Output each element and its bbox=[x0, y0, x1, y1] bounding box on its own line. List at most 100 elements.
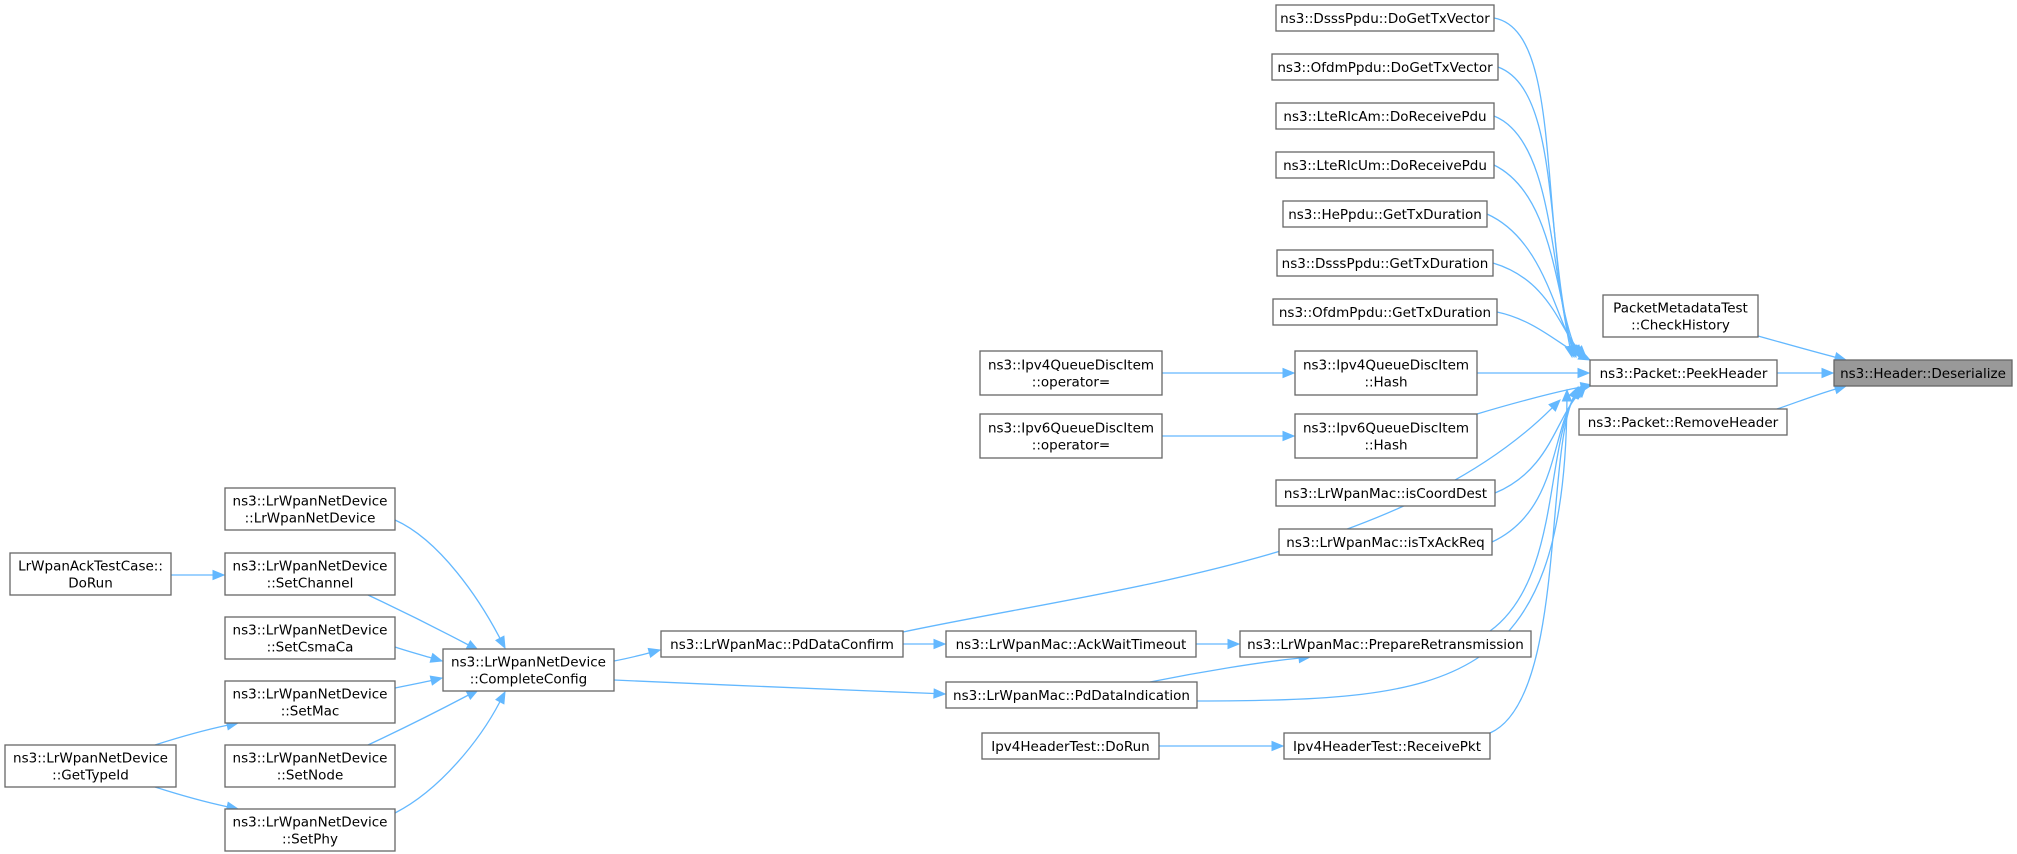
arrowhead bbox=[495, 635, 506, 650]
node-label-line: Ipv4HeaderTest::DoRun bbox=[991, 739, 1150, 755]
node-label-line: ::SetNode bbox=[277, 768, 344, 784]
edge-nd_gettypeid-to-nd_setphy bbox=[154, 786, 240, 812]
node-box bbox=[224, 808, 396, 852]
edge-line bbox=[1493, 164, 1576, 348]
node-box bbox=[1275, 151, 1495, 179]
node-lterlcam_doreceivepdu[interactable]: ns3::LteRlcAm::DoReceivePdu bbox=[1275, 102, 1495, 130]
node-box bbox=[224, 487, 396, 531]
node-nd_setphy[interactable]: ns3::LrWpanNetDevice::SetPhy bbox=[224, 808, 396, 852]
node-label-line: ns3::LrWpanNetDevice bbox=[233, 623, 388, 639]
node-dsss_gettxduration[interactable]: ns3::DsssPpdu::GetTxDuration bbox=[1276, 249, 1494, 277]
edge-ofdm_gettxduration-to-pkt_peekheader bbox=[1496, 311, 1592, 361]
node-label-line: ::operator= bbox=[1032, 375, 1110, 391]
node-label-line: ns3::Ipv6QueueDiscItem bbox=[1303, 421, 1469, 437]
node-label-line: LrWpanAckTestCase:: bbox=[18, 559, 163, 575]
arrowhead bbox=[1282, 367, 1296, 379]
edge-mac_pddataconfirm-to-pkt_peekheader bbox=[902, 399, 1561, 633]
node-nd_completeconfig[interactable]: ns3::LrWpanNetDevice::CompleteConfig bbox=[442, 648, 615, 692]
node-ipv4ht_receivepkt[interactable]: Ipv4HeaderTest::ReceivePkt bbox=[1283, 732, 1491, 760]
node-ipv6qdi_hash[interactable]: ns3::Ipv6QueueDiscItem::Hash bbox=[1294, 413, 1478, 459]
node-nd_ctor[interactable]: ns3::LrWpanNetDevice::LrWpanNetDevice bbox=[224, 487, 396, 531]
node-pkt_peekheader[interactable]: ns3::Packet::PeekHeader bbox=[1589, 359, 1778, 387]
node-pkt_removeheader[interactable]: ns3::Packet::RemoveHeader bbox=[1578, 408, 1788, 436]
node-box bbox=[1294, 413, 1478, 459]
node-box bbox=[981, 732, 1160, 760]
node-ofdm_dogettxvector[interactable]: ns3::OfdmPpdu::DoGetTxVector bbox=[1271, 53, 1499, 81]
edge-ipv4ht_receivepkt-to-pkt_peekheader bbox=[1489, 385, 1579, 734]
edge-line bbox=[1196, 400, 1568, 702]
edge-line bbox=[1496, 311, 1581, 356]
edge-ipv4qdi_hash-to-pkt_peekheader bbox=[1477, 367, 1591, 379]
arrowhead bbox=[429, 675, 444, 686]
edge-line bbox=[1776, 388, 1836, 410]
node-ipv4ht_dorun[interactable]: Ipv4HeaderTest::DoRun bbox=[981, 732, 1160, 760]
node-box bbox=[1589, 359, 1778, 387]
node-ipv4qdi_operator[interactable]: ns3::Ipv4QueueDiscItem::operator= bbox=[979, 350, 1163, 396]
edge-mac_ackwaittimeout-to-mac_prepareretransmission bbox=[1196, 638, 1241, 650]
edge-line bbox=[1476, 386, 1582, 415]
node-label-line: ns3::Header::Deserialize bbox=[1840, 366, 2006, 382]
node-label-line: ns3::LrWpanNetDevice bbox=[233, 751, 388, 767]
edge-line bbox=[1493, 17, 1571, 347]
edge-ipv4ht_dorun-to-ipv4ht_receivepkt bbox=[1159, 740, 1285, 752]
node-box bbox=[1271, 53, 1499, 81]
node-label-line: ns3::LrWpanNetDevice bbox=[451, 655, 606, 671]
node-ipv6qdi_operator[interactable]: ns3::Ipv6QueueDiscItem::operator= bbox=[979, 413, 1163, 459]
node-nd_setchannel[interactable]: ns3::LrWpanNetDevice::SetChannel bbox=[224, 552, 396, 596]
edge-lterlcam_doreceivepdu-to-pkt_peekheader bbox=[1493, 115, 1578, 359]
node-pmt_checkhistory[interactable]: PacketMetadataTest::CheckHistory bbox=[1602, 294, 1759, 338]
arrowhead bbox=[933, 638, 947, 650]
arrowhead bbox=[1227, 638, 1241, 650]
node-label-line: ns3::OfdmPpdu::DoGetTxVector bbox=[1277, 60, 1493, 76]
node-label-line: ns3::LrWpanNetDevice bbox=[233, 687, 388, 703]
edge-nd_gettypeid-to-nd_setmac bbox=[154, 720, 240, 746]
arrowhead bbox=[1282, 430, 1296, 442]
node-acktest_dorun[interactable]: LrWpanAckTestCase::DoRun bbox=[9, 552, 172, 596]
node-label-line: ns3::DsssPpdu::GetTxDuration bbox=[1282, 256, 1489, 272]
node-mac_prepareretransmission[interactable]: ns3::LrWpanMac::PrepareRetransmission bbox=[1239, 630, 1532, 658]
node-ofdm_gettxduration[interactable]: ns3::OfdmPpdu::GetTxDuration bbox=[1272, 298, 1498, 326]
node-box bbox=[979, 413, 1163, 459]
node-box bbox=[1275, 479, 1496, 507]
node-ipv4qdi_hash[interactable]: ns3::Ipv4QueueDiscItem::Hash bbox=[1294, 350, 1478, 396]
edge-line bbox=[394, 679, 432, 689]
node-mac_pddataindication[interactable]: ns3::LrWpanMac::PdDataIndication bbox=[945, 681, 1198, 709]
edge-pkt_removeheader-to-hdr_deserialize bbox=[1776, 384, 1848, 410]
node-lterlcum_doreceivepdu[interactable]: ns3::LteRlcUm::DoReceivePdu bbox=[1275, 151, 1495, 179]
edge-nd_setcsmaca-to-nd_completeconfig bbox=[394, 646, 444, 663]
node-label-line: ns3::LrWpanMac::PrepareRetransmission bbox=[1247, 637, 1524, 653]
node-box bbox=[1278, 528, 1493, 556]
arrowhead bbox=[1271, 740, 1285, 752]
edge-nd_ctor-to-nd_completeconfig bbox=[394, 519, 506, 650]
nodes-layer: ns3::Header::Deserialize PacketMetadataTe… bbox=[4, 4, 2013, 852]
node-box bbox=[224, 680, 396, 724]
edge-line bbox=[394, 519, 501, 639]
edge-line bbox=[1149, 657, 1300, 683]
node-dsss_dogettxvector[interactable]: ns3::DsssPpdu::DoGetTxVector bbox=[1275, 4, 1495, 32]
edge-line bbox=[367, 594, 469, 646]
node-label-line: ns3::LteRlcUm::DoReceivePdu bbox=[1283, 158, 1487, 174]
node-label-line: ns3::DsssPpdu::DoGetTxVector bbox=[1280, 11, 1490, 27]
node-label-line: ::Hash bbox=[1364, 438, 1407, 454]
node-nd_setcsmaca[interactable]: ns3::LrWpanNetDevice::SetCsmaCa bbox=[224, 616, 396, 660]
node-nd_setnode[interactable]: ns3::LrWpanNetDevice::SetNode bbox=[224, 744, 396, 788]
node-box bbox=[1239, 630, 1532, 658]
node-label-line: ns3::LrWpanMac::isCoordDest bbox=[1284, 486, 1487, 502]
edge-line bbox=[1486, 213, 1577, 349]
node-nd_setmac[interactable]: ns3::LrWpanNetDevice::SetMac bbox=[224, 680, 396, 724]
edge-nd_setmac-to-nd_completeconfig bbox=[394, 675, 444, 689]
edge-pkt_peekheader-to-hdr_deserialize bbox=[1777, 367, 1835, 379]
node-box bbox=[4, 744, 177, 788]
node-mac_pddataconfirm[interactable]: ns3::LrWpanMac::PdDataConfirm bbox=[660, 630, 904, 658]
node-label-line: ::Hash bbox=[1364, 375, 1407, 391]
node-mac_iscoorddest[interactable]: ns3::LrWpanMac::isCoordDest bbox=[1275, 479, 1496, 507]
node-mac_istxackreq[interactable]: ns3::LrWpanMac::isTxAckReq bbox=[1278, 528, 1493, 556]
node-he_gettxduration[interactable]: ns3::HePpdu::GetTxDuration bbox=[1282, 200, 1488, 228]
edge-line bbox=[1489, 396, 1575, 734]
node-label-line: ns3::LrWpanMac::PdDataIndication bbox=[953, 688, 1190, 704]
edge-line bbox=[613, 679, 935, 695]
edge-line bbox=[394, 701, 501, 814]
node-nd_gettypeid[interactable]: ns3::LrWpanNetDevice::GetTypeId bbox=[4, 744, 177, 788]
node-hdr_deserialize[interactable]: ns3::Header::Deserialize bbox=[1833, 359, 2013, 387]
node-mac_ackwaittimeout[interactable]: ns3::LrWpanMac::AckWaitTimeout bbox=[945, 630, 1197, 658]
